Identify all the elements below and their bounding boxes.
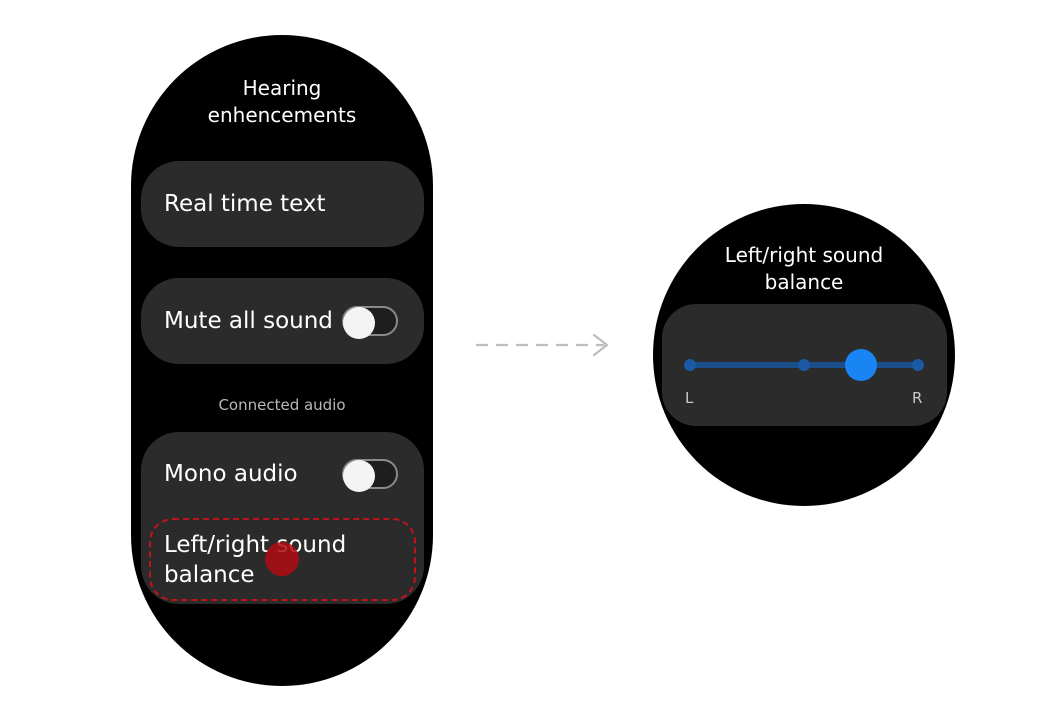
screen-title: Left/right sound balance <box>724 243 884 294</box>
mute-all-sound-toggle[interactable] <box>342 306 398 339</box>
slider-left-label: L <box>685 389 694 407</box>
balance-slider-thumb[interactable] <box>845 349 877 381</box>
mute-all-sound-item[interactable]: Mute all sound <box>141 278 424 364</box>
left-right-sound-balance-item[interactable]: Left/right sound balance <box>164 532 347 588</box>
toggle-knob <box>343 460 375 492</box>
tap-indicator-icon <box>265 542 299 576</box>
dashed-right-arrow-icon <box>476 333 609 357</box>
real-time-text-item[interactable]: Real time text <box>141 161 424 247</box>
mono-audio-toggle[interactable] <box>342 459 398 492</box>
section-header-connected-audio: Connected audio <box>218 396 346 414</box>
watch-screen-sound-balance: Left/right sound balance L R <box>653 204 955 506</box>
slider-right-label: R <box>912 389 923 407</box>
slider-tick-right <box>912 359 924 371</box>
screen-title: Hearing enhencements <box>207 76 357 127</box>
slider-tick-center <box>798 359 810 371</box>
real-time-text-label: Real time text <box>164 191 326 217</box>
mute-all-sound-label: Mute all sound <box>164 308 333 334</box>
balance-slider-card: L R <box>662 304 947 426</box>
highlight-dashed-box <box>149 518 416 601</box>
toggle-knob <box>343 307 375 339</box>
mono-audio-label[interactable]: Mono audio <box>164 461 298 487</box>
slider-tick-left <box>684 359 696 371</box>
